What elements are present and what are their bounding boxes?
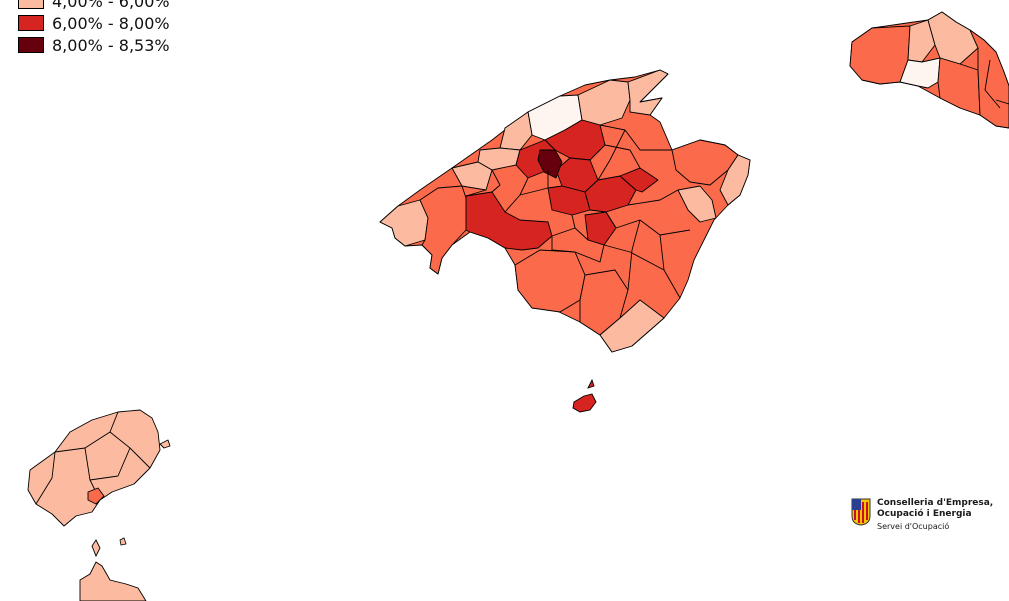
logo-line-3: Servei d'Ocupació	[877, 522, 950, 531]
menorca-mun-ferreries	[907, 19, 936, 63]
legend-swatch	[18, 15, 44, 31]
legend-label: 6,00% - 8,00%	[52, 13, 170, 33]
mallorca-mun-central6	[619, 167, 659, 193]
menorca-mun-mao	[969, 29, 1009, 129]
menorca-mun-alaior	[937, 57, 981, 116]
islet	[119, 537, 127, 546]
legend-item: 6,00% - 8,00%	[18, 12, 170, 34]
logo-line-2: Ocupació i Energia	[877, 509, 972, 519]
mallorca-mun-southeast	[599, 299, 665, 353]
legend: 4,00% - 6,00% 6,00% - 8,00% 8,00% - 8,53…	[18, 0, 170, 56]
mallorca-mun-center-south	[551, 227, 605, 263]
mallorca-mun-east3	[677, 185, 717, 223]
mallorca-mun-central7	[584, 211, 617, 246]
legend-item: 4,00% - 6,00%	[18, 0, 170, 12]
mallorca-mun-south1	[514, 249, 586, 313]
island-cabrera	[572, 378, 597, 413]
mallorca-mun-andratx	[379, 199, 429, 247]
mallorca-mun-east2	[719, 154, 751, 206]
island-ibiza	[27, 409, 171, 527]
balearic-shield-icon	[851, 498, 871, 526]
ibiza-outline	[27, 409, 161, 527]
island-formentera	[79, 539, 147, 601]
mallorca-mun-valldemossa	[451, 161, 493, 191]
mallorca-mun-darkest	[537, 149, 563, 179]
legend-label: 4,00% - 6,00%	[52, 0, 170, 11]
mallorca-mun-calvia	[419, 185, 471, 275]
legend-swatch	[18, 37, 44, 53]
legend-swatch	[18, 0, 44, 9]
island-mallorca	[379, 69, 751, 353]
menorca-mun-es-migjorn	[899, 57, 941, 89]
island-menorca	[849, 11, 1009, 129]
mallorca-mun-soller	[499, 111, 533, 151]
conselleria-logo: Conselleria d'Empresa, Ocupació i Energi…	[851, 498, 993, 532]
ibiza-mun-eivissa	[87, 487, 105, 505]
menorca-mun-ciutadella	[849, 25, 911, 85]
legend-label: 8,00% - 8,53%	[52, 35, 170, 55]
mallorca-mun-pollenca	[627, 69, 669, 116]
logo-line-1: Conselleria d'Empresa,	[877, 498, 994, 508]
legend-item: 8,00% - 8,53%	[18, 34, 170, 56]
